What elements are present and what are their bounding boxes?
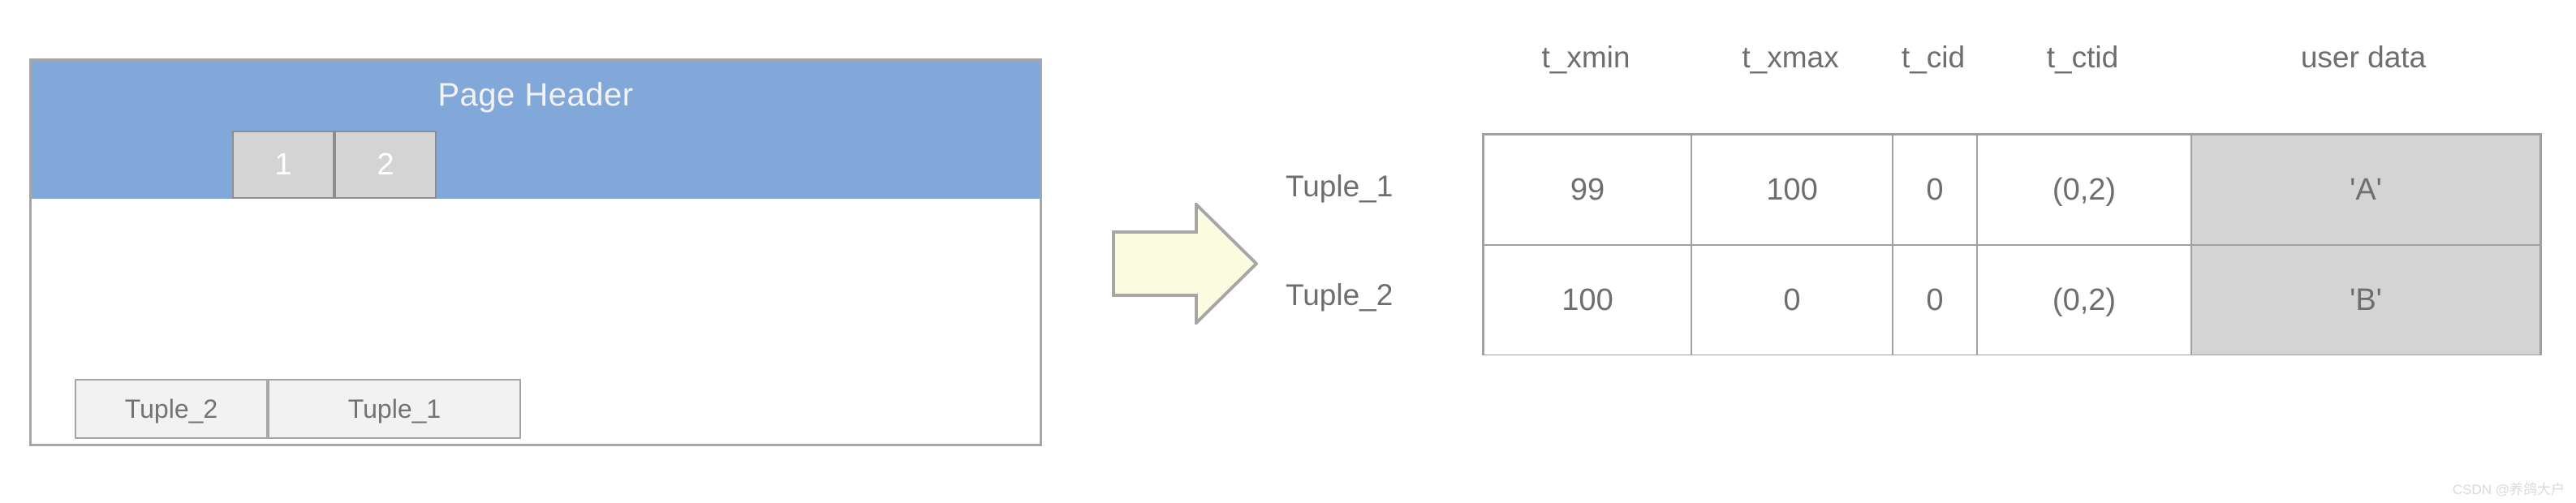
column-header-t-cid: t_cid — [1901, 41, 1966, 74]
cell-user-data: 'A' — [2192, 135, 2539, 244]
cell-t-ctid: (0,2) — [1978, 135, 2192, 244]
line-pointer-2: 2 — [334, 131, 437, 199]
cell-t-xmax: 0 — [1692, 246, 1893, 355]
watermark: CSDN @养鸽大户 — [2452, 482, 2565, 497]
column-header-t-xmin: t_xmin — [1541, 41, 1630, 74]
column-header-t-ctid: t_ctid — [2046, 41, 2119, 74]
tuple-slot-tuple-1: Tuple_1 — [268, 379, 521, 439]
table-row: 100 0 0 (0,2) 'B' — [1484, 244, 2539, 355]
right-arrow-icon — [1112, 200, 1259, 327]
tuple-slot-tuple-2: Tuple_2 — [75, 379, 268, 439]
cell-user-data: 'B' — [2192, 246, 2539, 355]
line-pointer-1: 1 — [232, 131, 334, 199]
row-label-tuple-1: Tuple_1 — [1286, 170, 1394, 203]
page-header-label: Page Header — [437, 77, 634, 113]
table-row: 99 100 0 (0,2) 'A' — [1484, 135, 2539, 244]
cell-t-ctid: (0,2) — [1978, 246, 2192, 355]
heap-page-box: Page Header 1 2 Tuple_2 Tuple_1 — [29, 58, 1042, 446]
cell-t-xmin: 100 — [1484, 246, 1692, 355]
cell-t-xmin: 99 — [1484, 135, 1692, 244]
cell-t-cid: 0 — [1893, 246, 1978, 355]
cell-t-xmax: 100 — [1692, 135, 1893, 244]
cell-t-cid: 0 — [1893, 135, 1978, 244]
tuple-table-headers: t_xmin t_xmax t_cid t_ctid user data — [1482, 34, 2542, 81]
tuple-table: 99 100 0 (0,2) 'A' 100 0 0 (0,2) 'B' — [1482, 133, 2542, 355]
column-header-t-xmax: t_xmax — [1742, 41, 1839, 74]
page-header-band — [32, 61, 1040, 199]
row-label-tuple-2: Tuple_2 — [1286, 278, 1394, 312]
column-header-user-data: user data — [2300, 41, 2427, 74]
